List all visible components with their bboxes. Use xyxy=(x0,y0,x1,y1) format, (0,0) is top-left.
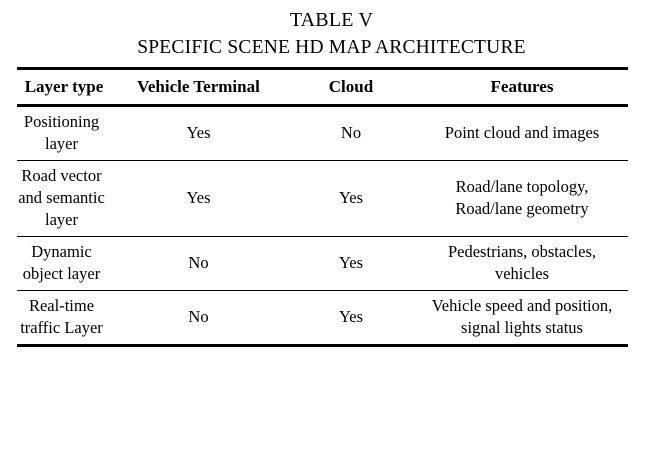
table-container: Layer type Vehicle Terminal Cloud Featur… xyxy=(17,67,628,347)
cell-cloud: Yes xyxy=(286,160,416,237)
column-header-layer-type: Layer type xyxy=(17,67,111,107)
table-title: SPECIFIC SCENE HD MAP ARCHITECTURE xyxy=(137,37,526,58)
table-header-row: Layer type Vehicle Terminal Cloud Featur… xyxy=(17,67,628,107)
cell-layer-type: Road vector and semantic layer xyxy=(17,160,111,237)
table-row: Road vector and semantic layer Yes Yes R… xyxy=(17,160,628,237)
cell-features: Pedestrians, obstacles, vehicles xyxy=(416,236,628,291)
cell-features: Point cloud and images xyxy=(416,105,628,161)
column-header-features: Features xyxy=(416,67,628,107)
cell-cloud: Yes xyxy=(286,236,416,291)
cell-cloud: No xyxy=(286,105,416,161)
cell-vehicle-terminal: Yes xyxy=(111,105,286,161)
cell-features: Vehicle speed and position, signal light… xyxy=(416,290,628,347)
table-row: Real-time traffic Layer No Yes Vehicle s… xyxy=(17,290,628,347)
column-header-cloud: Cloud xyxy=(286,67,416,107)
column-header-vehicle-terminal: Vehicle Terminal xyxy=(111,67,286,107)
table-body: Positioning layer Yes No Point cloud and… xyxy=(17,105,628,347)
cell-vehicle-terminal: No xyxy=(111,236,286,291)
table-header: Layer type Vehicle Terminal Cloud Featur… xyxy=(17,67,628,107)
cell-features: Road/lane topology, Road/lane geometry xyxy=(416,160,628,237)
cell-cloud: Yes xyxy=(286,290,416,347)
table-number: TABLE V xyxy=(289,9,374,31)
table-caption: TABLE V SPECIFIC SCENE HD MAP ARCHITECTU… xyxy=(0,0,663,62)
cell-layer-type: Dynamic object layer xyxy=(17,236,111,291)
cell-layer-type: Real-time traffic Layer xyxy=(17,290,111,347)
cell-layer-type: Positioning layer xyxy=(17,105,111,161)
hd-map-architecture-table: Layer type Vehicle Terminal Cloud Featur… xyxy=(17,67,628,347)
table-row: Positioning layer Yes No Point cloud and… xyxy=(17,105,628,161)
table-row: Dynamic object layer No Yes Pedestrians,… xyxy=(17,236,628,291)
cell-vehicle-terminal: Yes xyxy=(111,160,286,237)
cell-vehicle-terminal: No xyxy=(111,290,286,347)
